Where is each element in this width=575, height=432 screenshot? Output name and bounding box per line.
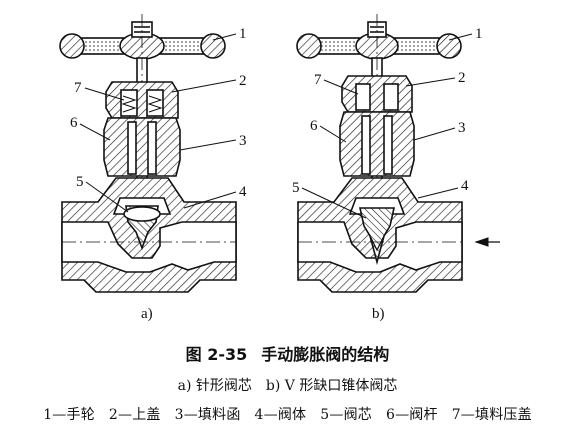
panel-label-b: b)	[372, 306, 385, 322]
callout-4-a: 4	[239, 184, 247, 200]
panel-label-a: a)	[141, 306, 153, 322]
legend-item: 1—手轮	[43, 407, 95, 423]
valve-b	[296, 14, 463, 293]
figure-number: 图 2-35	[185, 345, 248, 364]
parts-legend: 1—手轮 2—上盖 3—填料函 4—阀体 5—阀芯 6—阀杆 7—填料压盖	[0, 404, 575, 424]
callout-5-a: 5	[76, 174, 84, 190]
subcaption-b: b) V 形缺口锥体阀芯	[265, 378, 398, 394]
callout-2-b: 2	[458, 70, 466, 86]
figure-caption: 图 2-35 手动膨胀阀的结构	[0, 341, 575, 365]
callout-4-b: 4	[461, 178, 469, 194]
leader-lines	[79, 33, 473, 219]
callouts-right: 1 2 3 4 5 6 7	[292, 26, 483, 196]
valve-diagram: 1 2 3 4 5 6 7 1 2 3 4 5 6 7 a) b)	[59, 14, 500, 322]
callouts-left: 1 2 3 4 5 6 7	[70, 26, 247, 200]
callout-1-a: 1	[239, 26, 247, 42]
callout-1-b: 1	[475, 26, 483, 42]
handwheel-b	[296, 21, 462, 60]
v-notch-core-b	[359, 207, 395, 266]
legend-item: 6—阀杆	[385, 407, 438, 423]
legend-item: 5—阀芯	[320, 407, 372, 423]
callout-6-a: 6	[70, 115, 78, 131]
legend-item: 2—上盖	[108, 407, 161, 423]
valve-a	[59, 14, 237, 293]
legend-item: 7—填料压盖	[451, 407, 532, 423]
subcaption: a) 针形阀芯 b) V 形缺口锥体阀芯	[0, 375, 575, 395]
packing-box-b	[339, 111, 415, 177]
figure-title: 手动膨胀阀的结构	[261, 345, 390, 364]
callout-5-b: 5	[292, 180, 300, 196]
flow-arrow-icon	[474, 237, 500, 247]
callout-2-a: 2	[239, 73, 247, 89]
callout-6-b: 6	[310, 118, 318, 134]
subcaption-a: a) 针形阀芯	[177, 378, 252, 394]
legend-item: 4—阀体	[254, 407, 307, 423]
callout-7-a: 7	[74, 80, 82, 96]
callout-3-a: 3	[239, 133, 247, 149]
callout-3-b: 3	[458, 120, 466, 136]
handwheel-a	[59, 21, 226, 60]
upper-cap-b	[341, 75, 413, 113]
callout-7-b: 7	[314, 72, 322, 88]
packing-box-a	[103, 117, 181, 177]
legend-item: 3—填料函	[174, 407, 241, 423]
upper-cap-a	[105, 81, 179, 119]
